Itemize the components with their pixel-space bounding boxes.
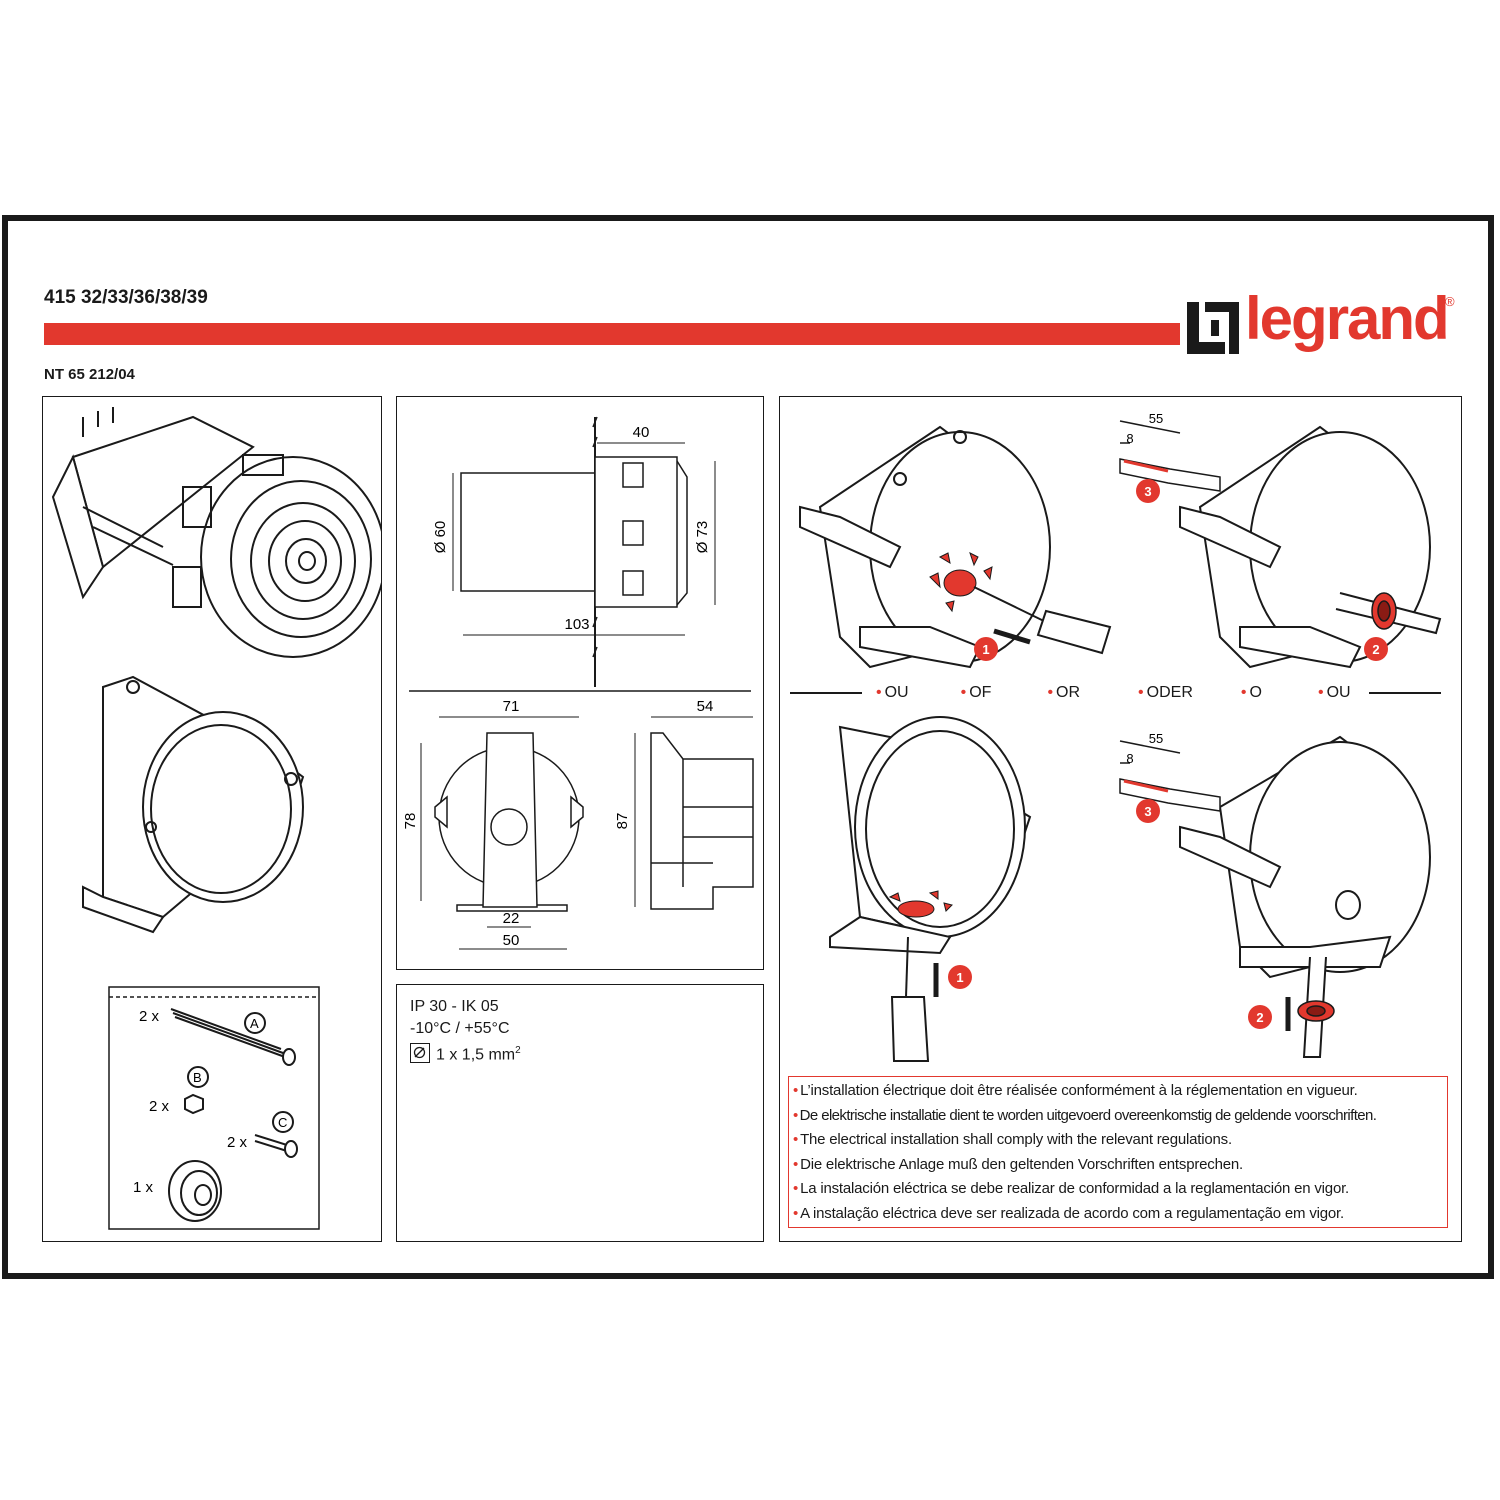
registered-mark: ® — [1445, 294, 1455, 309]
note-fr: •L’installation électrique doit être réa… — [793, 1082, 1358, 1099]
notice-code: NT 65 212/04 — [44, 366, 135, 383]
dim-body-diameter: Ø 60 — [432, 521, 449, 554]
dim-front-diameter: Ø 73 — [694, 521, 711, 554]
front-view-drawing — [434, 732, 584, 912]
spec-wire: 1 x 1,5 mm2 — [410, 1040, 521, 1066]
spec-protection: IP 30 - IK 05 — [410, 998, 499, 1015]
or-label-fr: •OU — [876, 684, 909, 701]
or-label-pt: •OU — [1317, 684, 1351, 701]
screw-c-icon — [254, 1111, 298, 1158]
step2-number-b: 2 — [1256, 1010, 1263, 1025]
legrand-mark-icon — [1187, 302, 1239, 354]
grommet-icon — [168, 1160, 222, 1222]
or-label-de: •ODER — [1138, 684, 1193, 701]
bottom-entry-grommet-drawing — [1179, 735, 1431, 1058]
or-label-en: •OR — [1047, 684, 1081, 701]
bottom-entry-knockout-drawing — [829, 716, 1032, 955]
product-illustrations: 2 x A 2 x B 2 x C 1 x — [51, 407, 386, 1230]
cable-strip-drawing-a — [1119, 420, 1221, 492]
siren-perspective-drawing — [51, 407, 386, 658]
rear-entry-grommet-drawing — [1179, 425, 1442, 669]
brand-logo: legrand ® — [1185, 285, 1475, 368]
rear-entry-knockout-drawing — [799, 425, 1051, 669]
knockout-marks-step1b — [888, 890, 953, 918]
dim-hole-spacing: 22 — [503, 910, 520, 927]
screw-a-qty: 2 x — [139, 1008, 160, 1025]
document-frame — [2, 215, 1494, 1279]
dim-base-width: 71 — [503, 698, 520, 715]
strip-end-b: 8 — [1126, 751, 1133, 766]
step1-number-b: 1 — [956, 970, 963, 985]
strip-end-a: 8 — [1126, 431, 1133, 446]
specs-panel — [396, 984, 764, 1242]
or-label-es: •O — [1240, 684, 1262, 701]
note-pt: •A instalação eléctrica deve ser realiza… — [793, 1204, 1344, 1222]
step3-badge-b — [1136, 799, 1160, 823]
step1-number-a: 1 — [982, 642, 989, 657]
dim-foot-width: 50 — [503, 932, 520, 949]
brand-name: legrand — [1245, 285, 1450, 352]
grommet-red-icon-b — [1297, 1000, 1335, 1022]
knockout-marks-step1 — [929, 552, 993, 613]
spec-temperature: -10°C / +55°C — [410, 1020, 510, 1037]
note-de: •Die elektrische Anlage muß den geltende… — [793, 1155, 1243, 1173]
cable-strip-drawing-b — [1119, 740, 1221, 812]
separator-line-right — [1368, 692, 1441, 694]
grommet-qty: 1 x — [133, 1179, 154, 1196]
specs-block: IP 30 - IK 05 -10°C / +55°C 1 x 1,5 mm2 — [410, 996, 521, 1066]
step2-number-a: 2 — [1372, 642, 1379, 657]
screwdriver-icon — [973, 586, 1112, 655]
screw-a-label: A — [250, 1016, 259, 1031]
separator-line-left — [790, 692, 862, 694]
push-arrow-icon — [993, 628, 1031, 645]
screw-c-qty: 2 x — [227, 1134, 248, 1151]
dim-front-depth: 40 — [633, 424, 650, 441]
accessory-bag-drawing — [108, 986, 320, 1230]
strip-total-b: 55 — [1149, 731, 1163, 746]
note-en: •The electrical installation shall compl… — [793, 1131, 1232, 1148]
product-codes: 415 32/33/36/38/39 — [44, 287, 208, 308]
nut-b-label: B — [193, 1070, 202, 1085]
note-nl: •De elektrische installatie dient te wor… — [793, 1106, 1377, 1124]
dim-total-height: 87 — [614, 813, 631, 830]
dim-base-depth: 54 — [697, 698, 714, 715]
side-view-dimension-lines — [452, 442, 716, 636]
regulation-notes: •L’installation électrique doit être réa… — [788, 1076, 1448, 1228]
step1-badge-b — [948, 965, 972, 989]
step1-badge-a — [974, 637, 998, 661]
step2-badge-b — [1248, 1005, 1272, 1029]
step3-badge-a — [1136, 479, 1160, 503]
cable-section-icon — [410, 1043, 430, 1064]
header-red-bar — [44, 323, 1180, 345]
or-label-nl: •OF — [960, 684, 992, 701]
spec-wire-text: 1 x 1,5 mm2 — [436, 1045, 521, 1064]
note-es: •La instalación eléctrica se debe realiz… — [793, 1180, 1350, 1197]
step3-number-b: 3 — [1144, 804, 1151, 819]
mounting-base-drawing — [82, 675, 305, 934]
dimensions-panel: 40 Ø 60 Ø 73 103 71 78 22 50 — [396, 396, 764, 970]
side-view-drawing — [460, 416, 688, 687]
screw-a-icon — [170, 1008, 296, 1066]
dim-base-height: 78 — [402, 813, 419, 830]
profile-view-drawing — [650, 732, 754, 910]
step2-badge-a — [1364, 637, 1388, 661]
installation-illustrations: 1 2 55 8 3 — [799, 411, 1442, 1062]
product-panel: 2 x A 2 x B 2 x C 1 x — [42, 396, 386, 1242]
grommet-red-icon — [1371, 592, 1397, 630]
installation-panel: 1 2 55 8 3 — [779, 396, 1462, 1242]
profile-view-dimension-lines — [634, 716, 753, 907]
strip-total-a: 55 — [1149, 411, 1163, 426]
step3-number-a: 3 — [1144, 484, 1151, 499]
screwdriver-vertical-icon — [890, 936, 930, 1062]
nut-b-icon — [184, 1066, 209, 1115]
dimension-drawings: 40 Ø 60 Ø 73 103 71 78 22 50 — [402, 416, 754, 950]
front-view-dimension-lines — [420, 716, 579, 950]
screw-c-label: C — [278, 1115, 287, 1130]
alternative-separator: •OU •OF •OR •ODER •O •OU — [790, 682, 1450, 704]
dim-total-length: 103 — [564, 616, 589, 633]
nut-b-qty: 2 x — [149, 1098, 170, 1115]
